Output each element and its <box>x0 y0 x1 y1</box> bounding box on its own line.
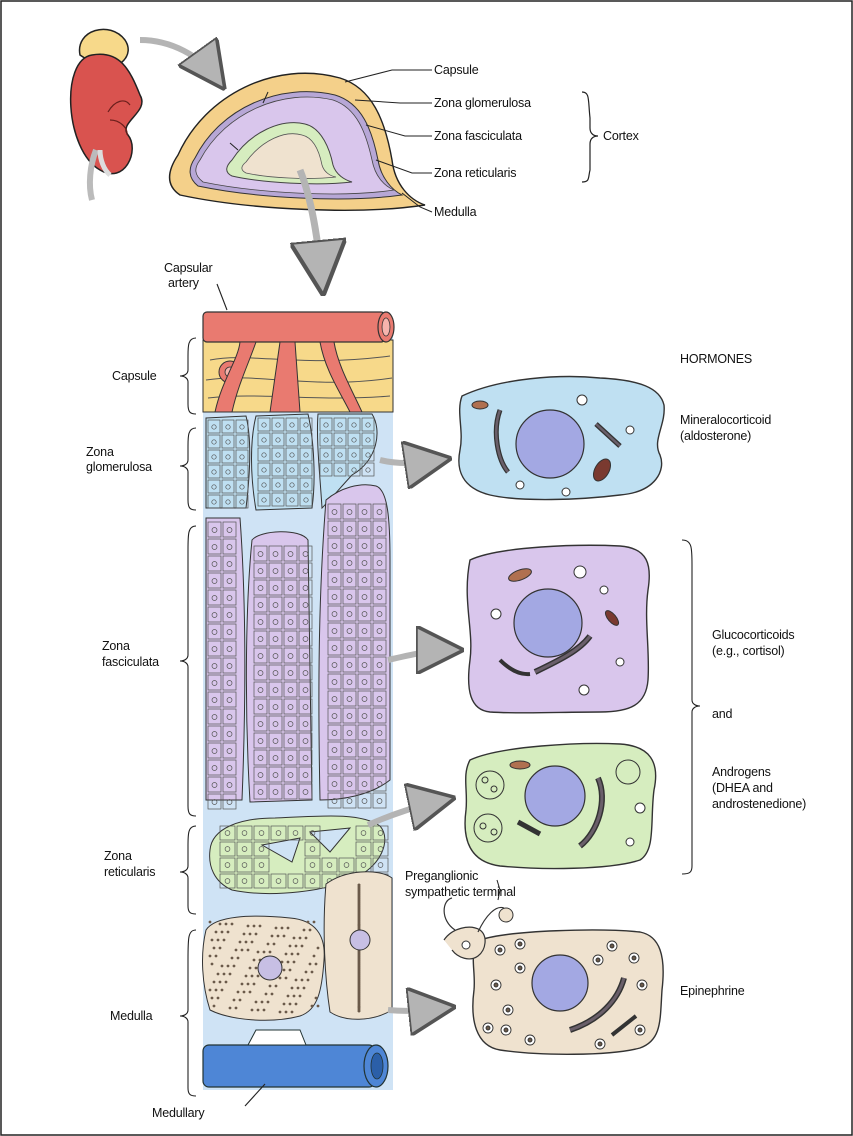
cell-reticularis <box>465 744 656 869</box>
label-zona-reticularis-top: Zona reticularis <box>434 166 516 180</box>
cortex-bracket <box>582 92 598 182</box>
label-zona-fasciculata-top: Zona fasciculata <box>434 129 522 143</box>
label-zona-glomerulosa-line1: Zona <box>86 445 114 459</box>
label-mineralocorticoid: Mineralocorticoid <box>680 413 771 427</box>
hormone-bracket <box>682 540 700 874</box>
label-glucocorticoids: Glucocorticoids <box>712 628 794 642</box>
label-androgens: Androgens <box>712 765 771 779</box>
label-cortex: Cortex <box>603 129 640 143</box>
label-capsule: Capsule <box>112 369 157 383</box>
label-hormones-heading: HORMONES <box>680 352 752 366</box>
label-dhea: (DHEA and <box>712 781 773 795</box>
label-aldosterone: (aldosterone) <box>680 429 751 443</box>
zona-fasciculata-layer <box>206 485 390 809</box>
label-zona-glomerulosa-line2: glomerulosa <box>86 460 152 474</box>
label-cortisol: (e.g., cortisol) <box>712 644 785 658</box>
label-epinephrine: Epinephrine <box>680 984 745 998</box>
cell-glomerulosa <box>459 377 664 500</box>
label-zona-fasciculata-line1: Zona <box>102 639 130 653</box>
kidney-illustration <box>71 29 142 200</box>
adrenal-cross-section <box>170 73 425 210</box>
label-capsule-top: Capsule <box>434 63 479 77</box>
label-zona-reticularis-line2: reticularis <box>104 865 155 879</box>
cell-fasciculata <box>467 545 649 713</box>
label-medulla-top: Medulla <box>434 205 477 219</box>
label-preganglionic-line2: sympathetic terminal <box>405 885 516 899</box>
label-zona-glomerulosa-top: Zona glomerulosa <box>434 96 531 110</box>
label-capsular-artery-line2: artery <box>168 276 200 290</box>
label-and: and <box>712 707 733 721</box>
cell-medulla <box>444 898 663 1054</box>
label-zona-fasciculata-line2: fasciculata <box>102 655 159 669</box>
label-medulla: Medulla <box>110 1009 153 1023</box>
label-zona-reticularis-line1: Zona <box>104 849 132 863</box>
label-preganglionic-line1: Preganglionic <box>405 869 478 883</box>
label-androstenedione: androstenedione) <box>712 797 806 811</box>
arrow-kidney-to-gland <box>140 40 218 80</box>
label-capsular-artery-line1: Capsular <box>164 261 212 275</box>
label-medullary: Medullary <box>152 1106 205 1120</box>
